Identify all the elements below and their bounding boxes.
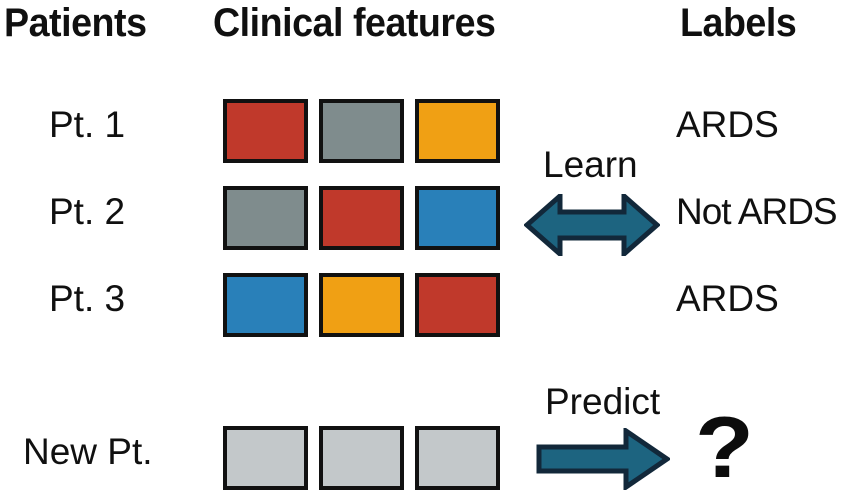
feature-box [223,273,308,337]
feature-box [319,186,404,250]
right-arrow-icon [536,426,672,492]
patient-label-1: Pt. 1 [49,104,126,145]
feature-box [223,426,308,490]
column-header-labels: Labels [680,1,797,45]
outcome-label-1: ARDS [676,104,779,145]
patient-label-new: New Pt. [23,431,153,472]
bidirectional-arrow-icon [523,190,661,260]
outcome-label-2: Not ARDS [676,191,838,232]
patient-label-3: Pt. 3 [49,278,126,319]
unknown-label-question-mark: ? [695,400,754,496]
feature-box [415,99,500,163]
feature-box [223,99,308,163]
patient-label-2: Pt. 2 [49,191,126,232]
feature-row [223,273,500,337]
feature-box [319,99,404,163]
outcome-label-3: ARDS [676,278,779,319]
feature-row-new-patient [223,426,500,490]
feature-box [319,426,404,490]
feature-box [319,273,404,337]
feature-row [223,186,500,250]
feature-box [415,426,500,490]
feature-box [415,273,500,337]
column-header-clinical-features: Clinical features [213,1,496,45]
feature-row [223,99,500,163]
column-header-patients: Patients [4,1,147,45]
learn-caption: Learn [543,144,638,185]
feature-box [223,186,308,250]
feature-box [415,186,500,250]
predict-caption: Predict [545,381,661,422]
